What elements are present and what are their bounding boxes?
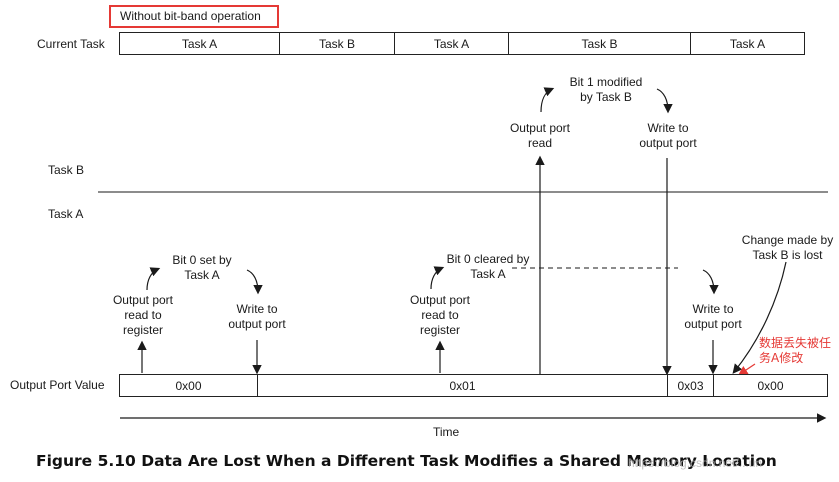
red-note-arrow [738, 363, 756, 376]
task-a-set-label: Bit 0 set by Task A [172, 253, 232, 282]
task-b-modified-label: Bit 1 modified by Task B [569, 75, 643, 104]
task-a-write2-label: Write to output port [684, 302, 742, 331]
task-b-read-label: Output port read [509, 121, 571, 150]
task-b-write-label: Write to output port [639, 121, 697, 150]
task-a-curve-down-1 [246, 269, 263, 295]
output-port-label: Output Port Value [10, 378, 105, 392]
figure-caption: Figure 5.10 Data Are Lost When a Differe… [36, 452, 777, 470]
task-a-read2-label: Output port read to register [409, 293, 471, 337]
time-label: Time [433, 425, 460, 439]
output-port-value: 0x00 [713, 374, 828, 397]
watermark: https://blog.csdn.net/...un [628, 456, 763, 470]
task-segment: Task B [279, 32, 395, 55]
output-port-value: 0x03 [667, 374, 714, 397]
lost-change-curve [732, 261, 787, 374]
task-segment: Task A [119, 32, 280, 55]
task-b-curve-down [656, 88, 673, 114]
task-a-curve-down-2 [702, 269, 719, 295]
task-a-lost-label: Change made by Task B is lost [741, 233, 834, 262]
task-a-cleared-label: Bit 0 cleared by Task A [446, 252, 530, 281]
task-b-curve-up [540, 87, 555, 113]
output-port-value: 0x01 [257, 374, 668, 397]
current-task-label: Current Task [37, 37, 105, 51]
annotation-label: Without bit-band operation [120, 9, 261, 23]
annotation-box [109, 5, 279, 28]
task-segment: Task A [690, 32, 805, 55]
task-segment: Task A [394, 32, 509, 55]
task-segment: Task B [508, 32, 691, 55]
output-port-value: 0x00 [119, 374, 258, 397]
task-a-read1-label: Output port read to register [112, 293, 174, 337]
task-a-write1-label: Write to output port [228, 302, 286, 331]
task-a-curve-up-2 [430, 266, 445, 290]
task-b-lane-label: Task B [48, 163, 85, 177]
chinese-note: 数据丢失被任 务A修改 [759, 336, 832, 365]
task-a-curve-up-1 [146, 267, 161, 291]
task-a-lane-label: Task A [48, 207, 84, 221]
